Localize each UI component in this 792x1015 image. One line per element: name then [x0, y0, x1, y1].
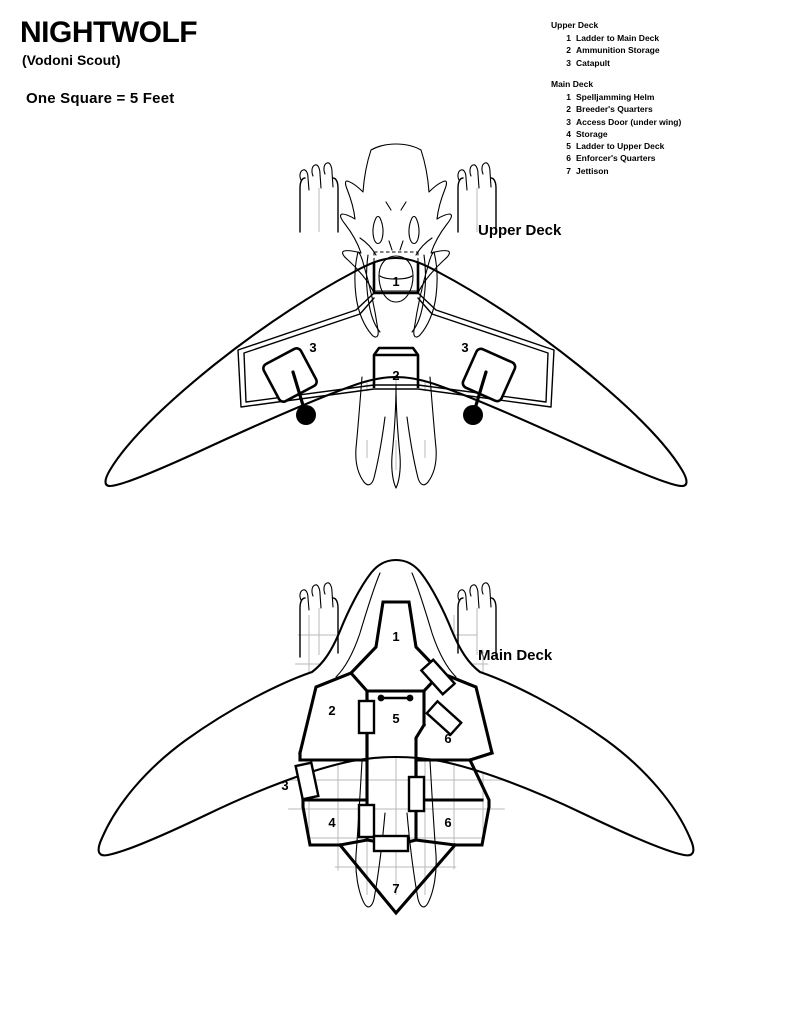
legend-item-number: 7 — [566, 165, 571, 176]
upper-deck-room-number: 1 — [392, 274, 399, 289]
main-deck-room-number: 3 — [281, 778, 288, 793]
upper-deck-wing-bay — [237, 292, 555, 408]
main-deck-room-6-upper-outline — [414, 722, 472, 762]
legend-item-number: 5 — [566, 141, 571, 152]
legend-item: 2 Ammunition Storage — [560, 44, 681, 56]
main-deck-room-number: 7 — [392, 881, 399, 896]
legend-item-number: 3 — [566, 116, 571, 127]
legend-item: 2 Breeder's Quarters — [560, 103, 681, 115]
legend-item-label: Enforcer's Quarters — [576, 153, 656, 164]
upper-deck-claw-appendage-right — [457, 162, 497, 233]
ladder-icon — [377, 694, 414, 702]
upper-deck-room-number: 3 — [461, 340, 468, 355]
main-deck-nose-contour — [335, 572, 457, 678]
legend-item: 7 Jettison — [560, 165, 681, 177]
main-deck-room-number: 6 — [444, 815, 451, 830]
legend-item: 1 Spelljamming Helm — [560, 91, 681, 103]
main-deck-room-7-outline — [337, 842, 458, 916]
legend-item: 3 Access Door (under wing) — [560, 116, 681, 128]
legend-item-number: 1 — [566, 92, 571, 103]
door-icon[interactable] — [357, 803, 376, 839]
legend-item-number: 6 — [566, 153, 571, 164]
legend-group-upper-deck: Upper Deck 1 Ladder to Main Deck 2 Ammun… — [551, 19, 681, 69]
legend-item-label: Ladder to Main Deck — [576, 33, 660, 44]
deck-key-legend: Upper Deck 1 Ladder to Main Deck 2 Ammun… — [551, 19, 681, 177]
upper-deck-catapult-left[interactable]: 3 — [262, 340, 319, 425]
door-icon[interactable] — [425, 699, 463, 737]
main-deck-claw-appendage-left — [299, 582, 339, 658]
main-deck-room-number: 4 — [328, 815, 336, 830]
door-icon[interactable] — [357, 699, 376, 735]
door-icon[interactable] — [419, 658, 457, 696]
legend-item-number: 3 — [566, 57, 571, 68]
legend-item-label: Ladder to Upper Deck — [576, 141, 665, 152]
legend-item-number: 2 — [566, 104, 571, 115]
legend-item-label: Ammunition Storage — [576, 45, 660, 56]
legend-group-main-deck: Main Deck 1 Spelljamming Helm 2 Breeder'… — [551, 78, 681, 177]
door-icon[interactable] — [372, 834, 410, 853]
main-deck-doors — [294, 658, 463, 853]
legend-item: 3 Catapult — [560, 57, 681, 69]
page-subtitle: (Vodoni Scout) — [22, 52, 121, 68]
main-deck-room-number: 5 — [392, 711, 399, 726]
upper-deck-room-number: 3 — [309, 340, 316, 355]
upper-deck-room-number: 2 — [392, 368, 399, 383]
door-icon[interactable] — [294, 761, 320, 801]
legend-item-number: 1 — [566, 33, 571, 44]
scale-note: One Square = 5 Feet — [26, 90, 175, 107]
legend-item: 6 Enforcer's Quarters — [560, 152, 681, 164]
legend-item-label: Jettison — [576, 165, 609, 176]
main-deck-room-number: 6 — [444, 731, 451, 746]
upper-deck-hull-silhouette — [104, 256, 688, 488]
title-block: NIGHTWOLF (Vodoni Scout) One Square = 5 … — [20, 16, 198, 108]
upper-deck-label: Upper Deck — [478, 222, 562, 239]
main-deck-room-number: 1 — [392, 629, 399, 644]
legend-item: 1 Ladder to Main Deck — [560, 32, 681, 44]
legend-item-number: 4 — [566, 128, 571, 139]
upper-deck-tail — [355, 376, 437, 489]
catapult-counterweight-icon — [296, 405, 316, 425]
catapult-counterweight-icon — [463, 405, 483, 425]
main-deck-room-6-lower-outline — [414, 757, 491, 847]
legend-item: 4 Storage — [560, 128, 681, 140]
upper-deck-catapult-right[interactable]: 3 — [461, 340, 517, 425]
upper-deck-plan: 1 2 3 3 — [104, 143, 688, 489]
legend-item: 5 Ladder to Upper Deck — [560, 140, 681, 152]
main-deck-plan: 1 2 5 6 4 6 7 — [97, 558, 695, 916]
upper-deck-room-2: 2 — [372, 346, 420, 388]
upper-deck-claw-appendage-left — [299, 162, 339, 233]
legend-item-number: 2 — [566, 45, 571, 56]
upper-deck-room-1: 1 — [372, 251, 420, 295]
legend-heading: Upper Deck — [551, 20, 599, 30]
main-deck-room-number: 2 — [328, 703, 335, 718]
main-deck-claw-appendage-right — [457, 582, 497, 658]
legend-item-label: Access Door (under wing) — [576, 116, 682, 127]
main-deck-hull-silhouette — [97, 558, 695, 857]
legend-item-label: Storage — [576, 128, 608, 139]
legend-item-label: Spelljamming Helm — [576, 92, 655, 103]
page-title: NIGHTWOLF — [20, 16, 198, 49]
legend-heading: Main Deck — [551, 78, 594, 89]
legend-item-label: Catapult — [576, 57, 610, 68]
door-icon[interactable] — [407, 775, 426, 813]
legend-item-label: Breeder's Quarters — [576, 104, 653, 115]
